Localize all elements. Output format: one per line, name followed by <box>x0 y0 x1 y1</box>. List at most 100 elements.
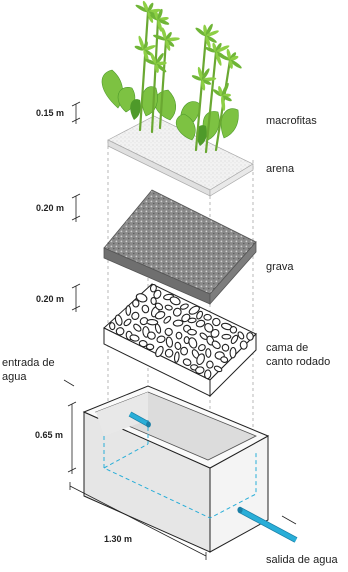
cobble-stone <box>153 289 162 299</box>
cobble-stone <box>147 331 156 340</box>
bamboo-leaf <box>229 55 239 61</box>
dimension-tank-width: 1.30 m <box>104 534 133 544</box>
dimension-gravel-layer: 0.20 m <box>36 203 65 213</box>
cobble-stone <box>114 314 123 326</box>
bamboo-leaf <box>155 63 167 73</box>
bamboo-leaf <box>205 30 219 37</box>
cobble-stone <box>125 305 132 316</box>
macrophyte-plants <box>101 0 242 154</box>
bamboo-leaf <box>217 53 231 61</box>
label-stone-bed-line2: canto rodado <box>266 356 331 368</box>
cobble-stone <box>133 323 142 332</box>
cobble-stone <box>246 332 254 341</box>
bamboo-leaf <box>205 35 217 43</box>
cobble-stone <box>198 344 206 352</box>
bamboo-leaf <box>156 61 167 66</box>
bamboo-leaf <box>161 27 167 41</box>
cobble-stone <box>154 323 162 334</box>
bamboo-leaf <box>154 64 159 73</box>
cobble-stone <box>141 304 150 314</box>
cobble-stone <box>145 343 155 351</box>
bamboo-leaf <box>228 59 233 69</box>
bamboo-leaf <box>142 0 149 13</box>
cobble-stone <box>139 317 149 326</box>
cobble-stone <box>154 302 164 311</box>
bamboo-leaf <box>221 95 226 111</box>
cobble-stone <box>149 283 157 293</box>
label-inlet-line1: entrada de <box>2 357 55 369</box>
bamboo-leaf <box>138 35 145 51</box>
bamboo-leaf <box>215 52 222 66</box>
cobble-stone <box>150 296 157 306</box>
cobble-stone <box>229 326 238 334</box>
cobble-stone <box>123 318 132 327</box>
bamboo-leaf <box>202 79 212 85</box>
cobble-stone <box>182 358 192 366</box>
bamboo-leaf <box>201 68 210 81</box>
dimension-stone-layer: 0.20 m <box>36 294 65 304</box>
bamboo-leaf <box>143 50 149 62</box>
cobble-stone <box>195 319 206 328</box>
cobble-stone <box>196 353 205 366</box>
bamboo-leaf <box>147 2 154 13</box>
cobble-stone <box>129 334 140 342</box>
cobble-stone <box>187 328 197 336</box>
cobble-stone <box>196 310 204 320</box>
cobble-stone <box>220 356 229 363</box>
bamboo-leaf <box>215 45 230 53</box>
cobble-stone <box>169 296 181 306</box>
cobble-stone <box>146 319 159 326</box>
cobble-stone <box>163 315 172 324</box>
bamboo-leaf <box>150 52 157 65</box>
cobble-stone <box>188 337 198 349</box>
label-stone-bed-line1: cama de <box>266 342 309 354</box>
bamboo-leaf <box>143 45 156 51</box>
concrete-tank <box>82 385 270 553</box>
sand-layer <box>107 115 254 197</box>
bamboo-leaf <box>143 41 148 51</box>
cobble-stone <box>132 299 140 308</box>
cobble-stone <box>164 327 173 336</box>
cobble-stone <box>135 293 148 303</box>
cobble-stone <box>211 340 221 350</box>
cobble-stone <box>204 369 212 380</box>
cobble-stone <box>212 317 221 327</box>
bamboo-leaf <box>212 42 217 53</box>
bamboo-leaf <box>153 34 167 41</box>
cobble-stone <box>205 348 212 358</box>
cobble-stone <box>175 331 183 340</box>
gravel-layer <box>103 189 257 306</box>
bamboo-leaf <box>143 49 153 56</box>
bamboo-leaf <box>205 23 213 37</box>
cobble-stone <box>187 317 197 324</box>
bamboo-leaf <box>229 59 242 69</box>
bamboo-leaf <box>157 20 163 32</box>
cobble-stone <box>221 333 232 340</box>
cobble-stone <box>179 303 189 310</box>
bamboo-leaf <box>197 66 203 81</box>
bamboo-leaf <box>195 27 207 37</box>
cobble-stone <box>164 304 173 311</box>
dimension-plant-layer: 0.15 m <box>36 108 65 118</box>
cobble-stone <box>172 319 184 327</box>
label-macrophytes: macrofitas <box>266 115 317 127</box>
cobble-stone <box>203 313 212 321</box>
label-inlet-line2: agua <box>2 371 27 383</box>
cobble-stone <box>195 366 205 375</box>
cobble-stone <box>155 345 164 358</box>
bamboo-leaf <box>166 37 180 42</box>
cobble-stone <box>180 346 189 356</box>
cobble-stone <box>174 341 182 351</box>
cobble-stone <box>221 343 230 352</box>
cobble-stone <box>173 351 180 363</box>
bamboo-leaf <box>165 39 171 51</box>
cobble-stone <box>237 331 245 340</box>
bamboo-leaf <box>191 75 203 81</box>
bamboo-leaf <box>157 8 163 21</box>
bamboo-leaf <box>155 53 164 65</box>
bamboo-leaf <box>212 89 223 97</box>
bamboo-leaf <box>226 48 231 60</box>
bamboo-leaf <box>165 39 175 47</box>
dimension-tank-height: 0.65 m <box>35 430 64 440</box>
